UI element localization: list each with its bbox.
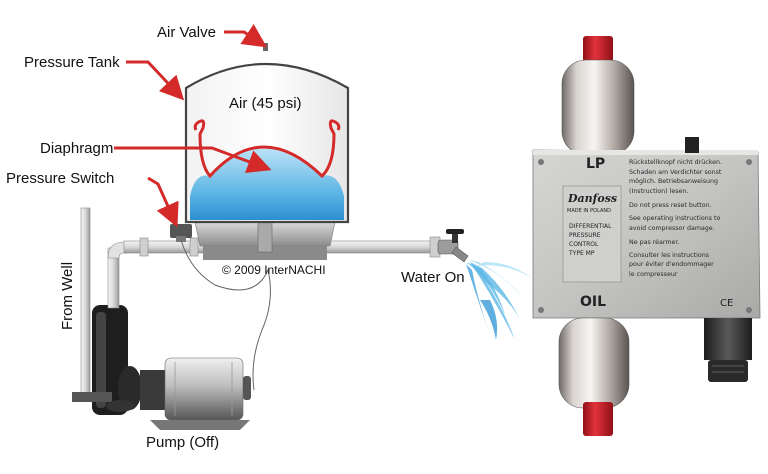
device-type-line: TYPE MP [569,250,595,257]
ce-mark: CE [720,298,734,309]
device-type-line: PRESSURE [569,232,601,239]
water-on-label: Water On [401,269,465,286]
copyright-label: © 2009 InterNACHI [222,263,326,277]
pressure-switch-label: Pressure Switch [6,170,115,187]
device-instructions: Rückstellknopf nicht drücken. Schaden am… [629,158,722,280]
air-valve-label: Air Valve [157,24,216,41]
from-well-label: From Well [59,261,76,330]
label-arrows [114,24,272,228]
instruction-line: (Instruction) lesen. [629,187,689,195]
air-valve-arrow [224,24,267,48]
instruction-line: Do not press reset button. [629,202,712,210]
lp-label: LP [586,156,606,172]
pressure-tank-label: Pressure Tank [24,54,120,71]
device-type-line: CONTROL [569,241,599,248]
instruction-line: Schaden am Verdichter sonst [629,168,722,176]
instruction-line: pour éviter d'endommager [629,261,714,269]
instruction-line: avoid compressor damage. [629,224,715,232]
pressure-control-device [532,36,761,436]
diaphragm-label: Diaphragm [40,140,114,157]
instruction-line: Ne pas réarmer. [629,239,680,247]
diaphragm-arrow [114,146,272,174]
pressure-tank [184,43,350,224]
instruction-line: le compresseur [629,270,678,278]
air-label: Air (45 psi) [229,95,302,112]
instruction-line: See operating instructions to [629,214,721,222]
instruction-line: Consulter les instructions [629,251,709,259]
pressure-tank-arrow [126,60,185,101]
brand-logo: Danfoss [568,192,618,205]
device-type-text: DIFFERENTIAL PRESSURE CONTROL TYPE MP [569,222,611,258]
electric-wire [180,239,271,391]
faucet [437,229,469,263]
instruction-line: Rückstellknopf nicht drücken. [629,159,723,166]
well-pipe [80,207,91,395]
water-spray [466,260,532,340]
pressure-switch [170,224,192,242]
pump [72,305,251,430]
instruction-line: möglich. Betriebsanweisung [629,178,718,186]
tank-base [194,221,336,260]
pressure-switch-arrow [147,176,179,228]
made-in-label: MADE IN POLAND [567,208,611,214]
oil-label: OIL [580,294,607,310]
pump-label: Pump (Off) [146,434,220,451]
device-type-line: DIFFERENTIAL [569,223,612,230]
